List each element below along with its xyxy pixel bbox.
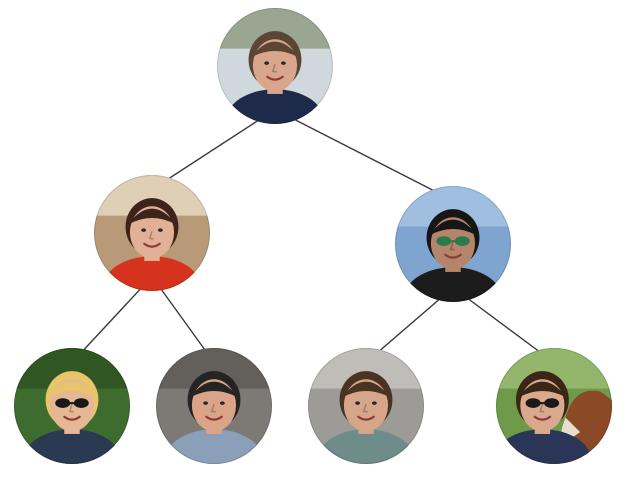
connector-line bbox=[151, 108, 276, 191]
avatar-rim bbox=[14, 348, 130, 464]
tree-nodes bbox=[14, 8, 612, 464]
avatar-rim bbox=[308, 348, 424, 464]
avatar-rim bbox=[217, 8, 333, 124]
avatar-rim bbox=[496, 348, 612, 464]
connector-line bbox=[151, 276, 215, 363]
man-beanie-avatar bbox=[156, 348, 272, 464]
avatar-rim bbox=[395, 186, 511, 302]
woman-face-avatar bbox=[217, 8, 333, 124]
smiling-woman-red-scarf-avatar bbox=[94, 175, 210, 291]
man-plaid-shirt-avatar bbox=[308, 348, 424, 464]
man-with-horse-avatar bbox=[496, 348, 612, 464]
connector-line bbox=[274, 108, 454, 202]
avatar-rim bbox=[156, 348, 272, 464]
person-cap-sunglasses-avatar bbox=[395, 186, 511, 302]
avatar-rim bbox=[94, 175, 210, 291]
connector-line bbox=[452, 286, 555, 364]
connector-line bbox=[71, 276, 153, 363]
blonde-woman-sunglasses-avatar bbox=[14, 348, 130, 464]
